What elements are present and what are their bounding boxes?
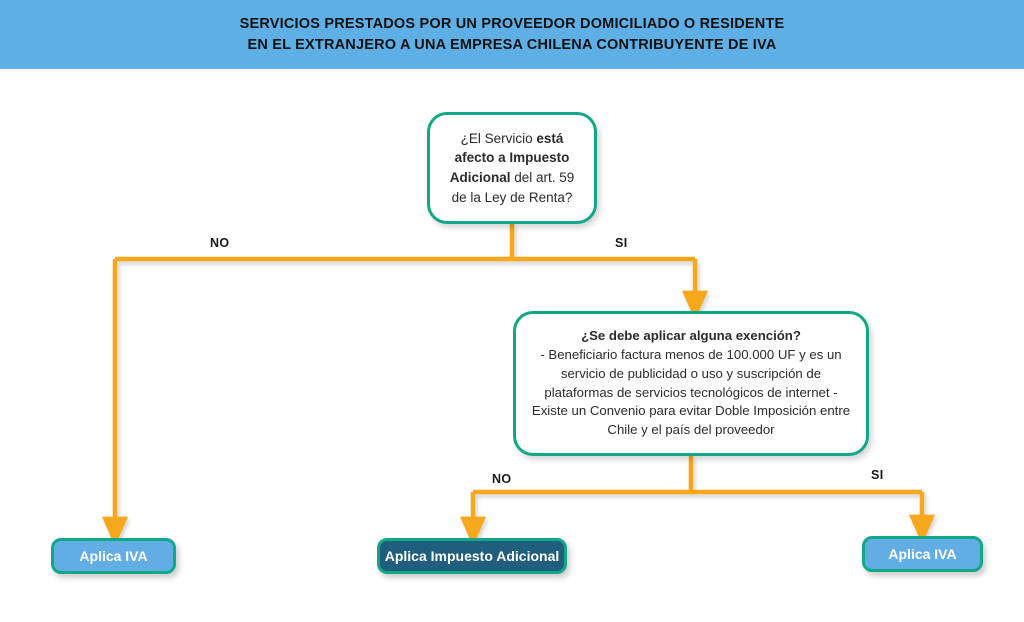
decision-node-impuesto-adicional[interactable]: ¿El Servicio está afecto a Impuesto Adic… bbox=[427, 112, 597, 224]
outcome-node-aplica-iva-left[interactable]: Aplica IVA bbox=[51, 538, 176, 574]
edge-label-no-1: NO bbox=[210, 236, 230, 250]
header-banner: SERVICIOS PRESTADOS POR UN PROVEEDOR DOM… bbox=[0, 0, 1024, 69]
header-title-line-1: SERVICIOS PRESTADOS POR UN PROVEEDOR DOM… bbox=[239, 15, 785, 32]
decision-node-exencion[interactable]: ¿Se debe aplicar alguna exención? - Benef… bbox=[513, 311, 869, 456]
decision-2-bullet-1: - Beneficiario factura menos de 100.000 … bbox=[540, 346, 842, 400]
edge-label-si-1: SI bbox=[615, 236, 628, 250]
decision-node-2-text: ¿Se debe aplicar alguna exención? - Benef… bbox=[528, 327, 854, 440]
decision-1-part-2: del art. 59 de la Ley de Renta? bbox=[451, 170, 575, 205]
edge-label-no-2: NO bbox=[492, 472, 512, 486]
decision-1-part-bold: está afecto a Impuesto Adicional bbox=[449, 130, 570, 185]
outcome-node-aplica-iva-right[interactable]: Aplica IVA bbox=[862, 536, 983, 572]
outcome-node-aplica-impuesto-adicional[interactable]: Aplica Impuesto Adicional bbox=[377, 538, 567, 574]
edge-label-si-2: SI bbox=[871, 468, 884, 482]
header-title-line-2: EN EL EXTRANJERO A UNA EMPRESA CHILENA C… bbox=[247, 37, 777, 53]
decision-2-title: ¿Se debe aplicar alguna exención? bbox=[581, 327, 801, 343]
decision-node-1-text: ¿El Servicio está afecto a Impuesto Adic… bbox=[442, 129, 582, 207]
decision-2-bullet-2: - Existe un Convenio para evitar Doble I… bbox=[531, 384, 851, 438]
decision-1-part-1: ¿El Servicio bbox=[460, 130, 537, 146]
